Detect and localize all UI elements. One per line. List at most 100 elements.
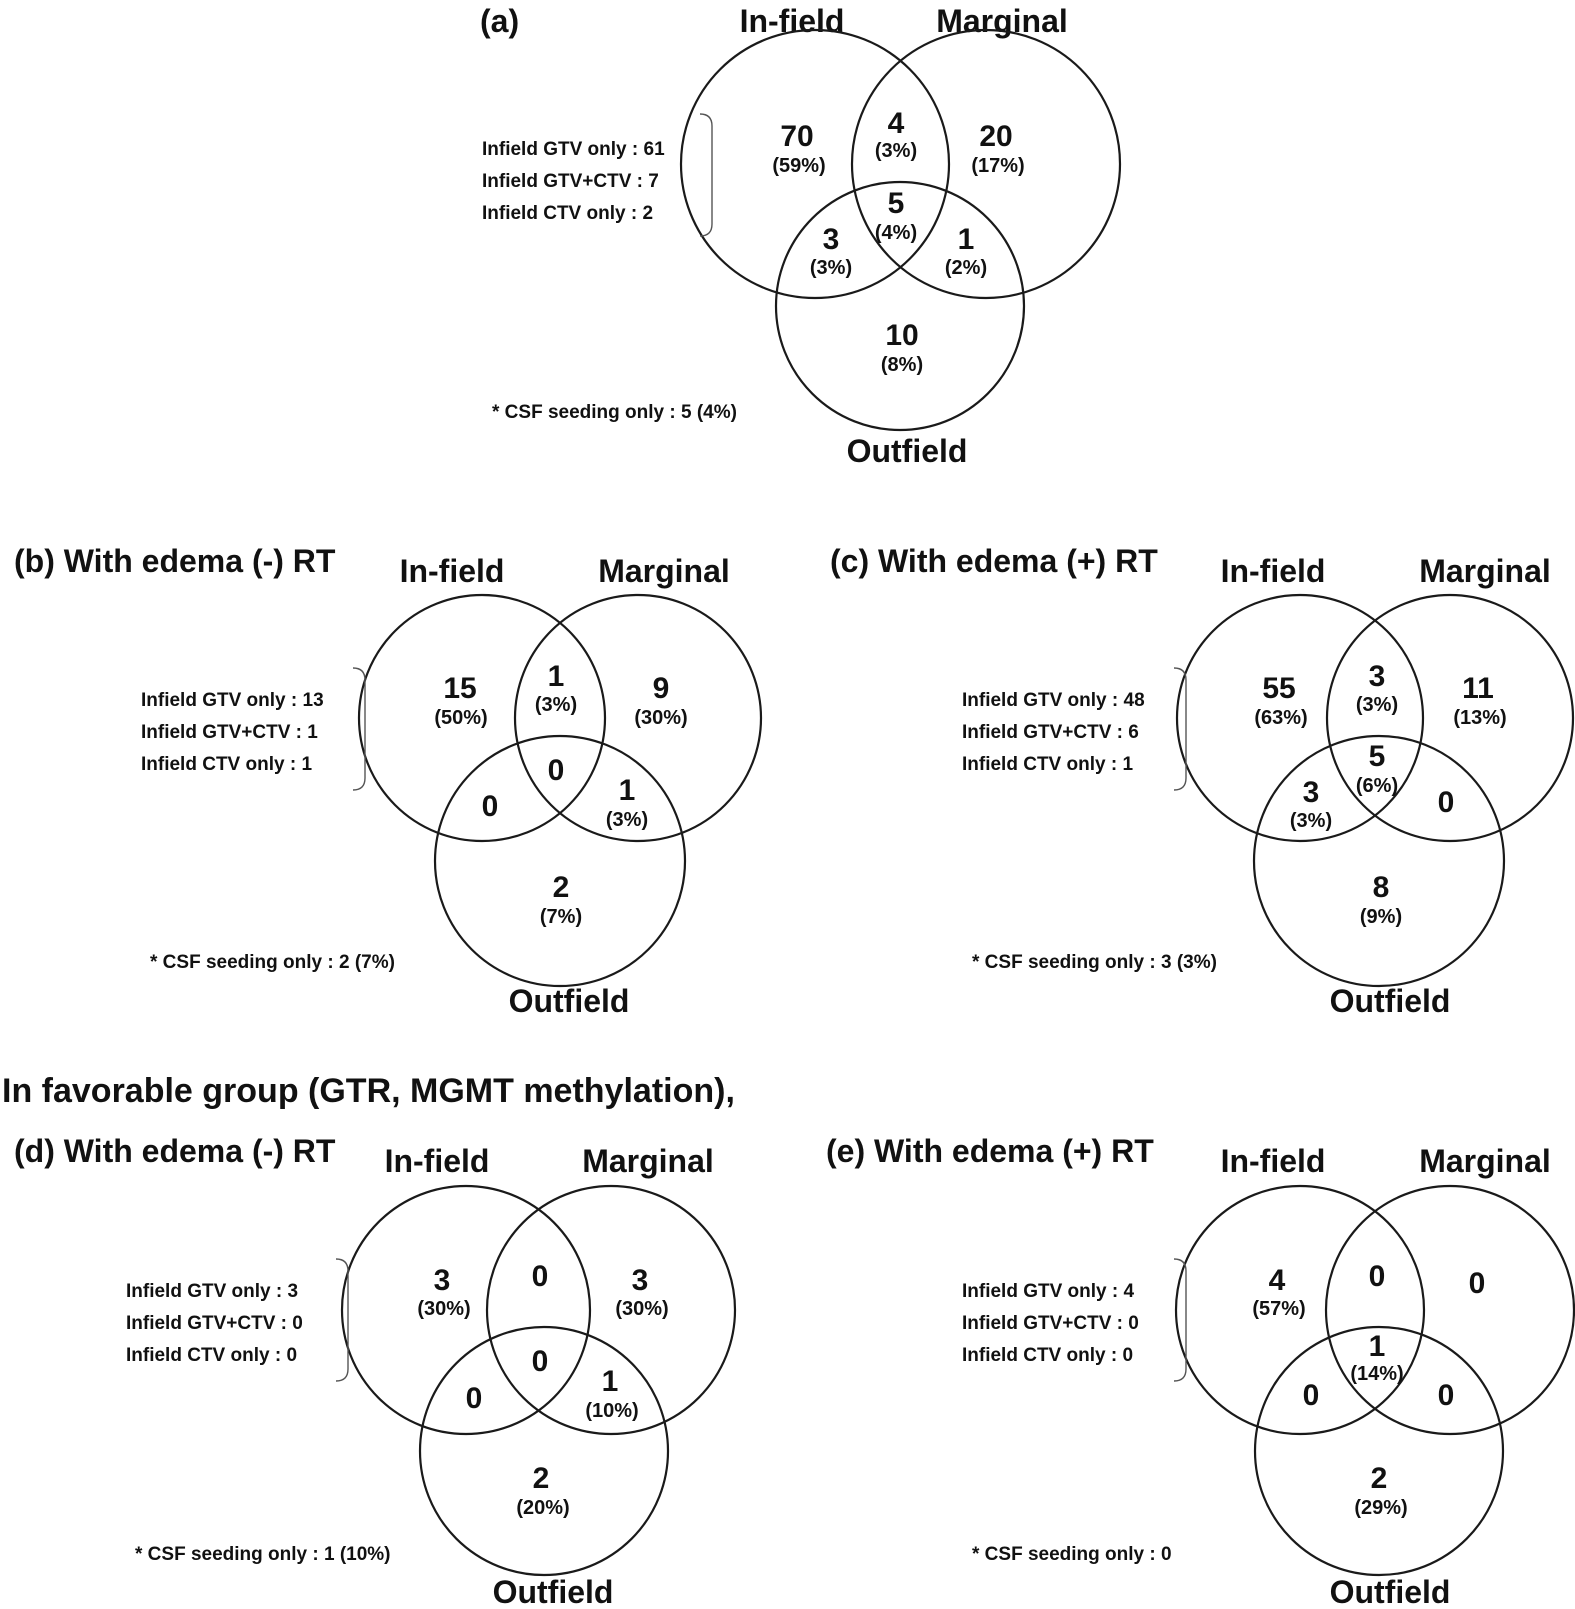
panel-c-all-three-count: 5 <box>1369 740 1386 773</box>
panel-b-infield-only-count: 15 <box>443 672 476 705</box>
panel-b: (b) With edema (-) RT In-field Marginal … <box>14 543 763 1019</box>
panel-e-outfield-only-count: 2 <box>1371 1462 1388 1495</box>
panel-a-outfield-label: Outfield <box>847 433 968 469</box>
panel-b-infield-circle <box>357 593 607 843</box>
panel-a-all-three-count: 5 <box>888 187 905 220</box>
panel-d-marginal-outfield-count: 1 <box>602 1365 619 1398</box>
panel-b-infield-label: In-field <box>400 553 505 589</box>
panel-e-marginal-circle <box>1324 1184 1575 1436</box>
panel-d-breakdown-gtv-only: Infield GTV only : 3 <box>126 1281 298 1302</box>
panel-a-breakdown-gtv-ctv: Infield GTV+CTV : 7 <box>482 171 659 192</box>
panel-c-infield-circle <box>1175 593 1425 843</box>
panel-e-infield-circle <box>1174 1184 1426 1436</box>
panel-a-infield-only-count: 70 <box>780 120 813 153</box>
panel-b-infield-marginal-pct: (3%) <box>535 694 577 716</box>
panel-b-infield-marginal-count: 1 <box>548 660 565 693</box>
panel-e: (e) With edema (+) RT In-field Marginal … <box>826 1133 1575 1609</box>
panel-d-infield-outfield-count: 0 <box>466 1382 483 1415</box>
panel-a-infield-outfield-pct: (3%) <box>810 257 852 279</box>
panel-c-infield-only-count: 55 <box>1262 672 1295 705</box>
panel-e-infield-label: In-field <box>1221 1143 1326 1179</box>
panel-c-breakdown-gtv-ctv: Infield GTV+CTV : 6 <box>962 722 1139 743</box>
panel-b-breakdown-gtv-ctv: Infield GTV+CTV : 1 <box>141 722 318 743</box>
panel-d-label: (d) With edema (-) RT <box>14 1133 336 1169</box>
panel-c-outfield-only-pct: (9%) <box>1360 906 1402 928</box>
panel-e-infield-only-pct: (57%) <box>1252 1298 1305 1320</box>
panel-a-infield-circle <box>679 28 951 300</box>
panel-e-marginal-label: Marginal <box>1419 1143 1551 1179</box>
panel-d-breakdown-ctv-only: Infield CTV only : 0 <box>126 1345 297 1366</box>
panel-c-breakdown-ctv-only: Infield CTV only : 1 <box>962 754 1133 775</box>
panel-c-csf-note: * CSF seeding only : 3 (3%) <box>972 952 1217 973</box>
panel-b-all-three-count: 0 <box>548 754 565 787</box>
panel-b-marginal-circle <box>513 593 763 843</box>
panel-a-infield-only-pct: (59%) <box>772 155 825 177</box>
panel-a-marginal-only-pct: (17%) <box>971 155 1024 177</box>
panel-a-outfield-only-count: 10 <box>885 319 918 352</box>
panel-b-outfield-label: Outfield <box>509 983 630 1019</box>
panel-d-marginal-label: Marginal <box>582 1143 714 1179</box>
panel-b-marginal-only-count: 9 <box>653 672 670 705</box>
panel-a-outfield-circle <box>774 180 1026 432</box>
panel-c-breakdown-bracket <box>1173 667 1187 791</box>
panel-e-marginal-only-count: 0 <box>1469 1267 1486 1300</box>
panel-e-outfield-label: Outfield <box>1330 1574 1451 1609</box>
panel-b-infield-outfield-count: 0 <box>482 790 499 823</box>
panel-e-breakdown-gtv-ctv: Infield GTV+CTV : 0 <box>962 1313 1139 1334</box>
panel-a-all-three-pct: (4%) <box>875 222 917 244</box>
panel-a-breakdown-gtv-only: Infield GTV only : 61 <box>482 139 665 160</box>
panel-e-infield-outfield-count: 0 <box>1303 1379 1320 1412</box>
panel-d-marginal-circle <box>485 1184 737 1436</box>
panel-c-marginal-label: Marginal <box>1419 553 1551 589</box>
panel-d-marginal-outfield-pct: (10%) <box>585 1400 638 1422</box>
panel-c-infield-outfield-count: 3 <box>1303 776 1320 809</box>
panel-c-infield-label: In-field <box>1221 553 1326 589</box>
panel-a-infield-marginal-pct: (3%) <box>875 140 917 162</box>
panel-a-infield-outfield-count: 3 <box>823 223 840 256</box>
panel-a-csf-note: * CSF seeding only : 5 (4%) <box>492 402 737 423</box>
panel-d-infield-circle <box>340 1184 592 1436</box>
panel-e-all-three-pct: (14%) <box>1350 1363 1403 1385</box>
panel-b-marginal-only-pct: (30%) <box>634 707 687 729</box>
panel-a-marginal-outfield-pct: (2%) <box>945 257 987 279</box>
panel-b-breakdown-ctv-only: Infield CTV only : 1 <box>141 754 312 775</box>
panel-a-marginal-circle <box>850 28 1122 300</box>
panel-c-marginal-only-count: 11 <box>1462 672 1494 705</box>
panel-d-breakdown-bracket <box>335 1258 349 1382</box>
panel-c-infield-marginal-count: 3 <box>1369 660 1386 693</box>
panel-d-marginal-only-count: 3 <box>632 1264 649 1297</box>
panel-d-outfield-only-pct: (20%) <box>516 1497 569 1519</box>
panel-a-infield-label: In-field <box>740 3 845 39</box>
panel-b-marginal-outfield-pct: (3%) <box>606 809 648 831</box>
panel-d-infield-only-pct: (30%) <box>417 1298 470 1320</box>
panel-a-marginal-outfield-count: 1 <box>958 223 975 256</box>
panel-e-infield-marginal-count: 0 <box>1369 1260 1386 1293</box>
panel-e-breakdown-ctv-only: Infield CTV only : 0 <box>962 1345 1133 1366</box>
panel-a-outfield-only-pct: (8%) <box>881 354 923 376</box>
panel-d-all-three-count: 0 <box>532 1345 549 1378</box>
panel-e-breakdown-bracket <box>1173 1258 1187 1382</box>
panel-c-infield-outfield-pct: (3%) <box>1290 810 1332 832</box>
panel-e-outfield-circle <box>1253 1325 1505 1577</box>
panel-e-outfield-only-pct: (29%) <box>1354 1497 1407 1519</box>
panel-a-breakdown-ctv-only: Infield CTV only : 2 <box>482 203 653 224</box>
panel-d-outfield-only-count: 2 <box>533 1462 550 1495</box>
panel-a-breakdown-bracket <box>699 113 713 237</box>
panel-d-outfield-label: Outfield <box>493 1574 614 1609</box>
favorable-group-heading: In favorable group (GTR, MGMT methylatio… <box>2 1072 735 1110</box>
panel-c-all-three-pct: (6%) <box>1356 775 1398 797</box>
panel-c-label: (c) With edema (+) RT <box>830 543 1158 579</box>
panel-c-outfield-label: Outfield <box>1330 983 1451 1019</box>
panel-d-infield-only-count: 3 <box>434 1264 451 1297</box>
panel-b-outfield-only-count: 2 <box>553 871 570 904</box>
panel-e-infield-only-count: 4 <box>1269 1264 1286 1297</box>
panel-d-marginal-only-pct: (30%) <box>615 1298 668 1320</box>
panel-b-breakdown-bracket <box>352 667 366 791</box>
panel-c-outfield-only-count: 8 <box>1373 871 1390 904</box>
panel-c-marginal-circle <box>1325 593 1575 843</box>
panel-d-infield-label: In-field <box>385 1143 490 1179</box>
panel-d: (d) With edema (-) RT In-field Marginal … <box>14 1133 737 1609</box>
panel-b-label: (b) With edema (-) RT <box>14 543 336 579</box>
panel-d-outfield-circle <box>418 1325 670 1577</box>
